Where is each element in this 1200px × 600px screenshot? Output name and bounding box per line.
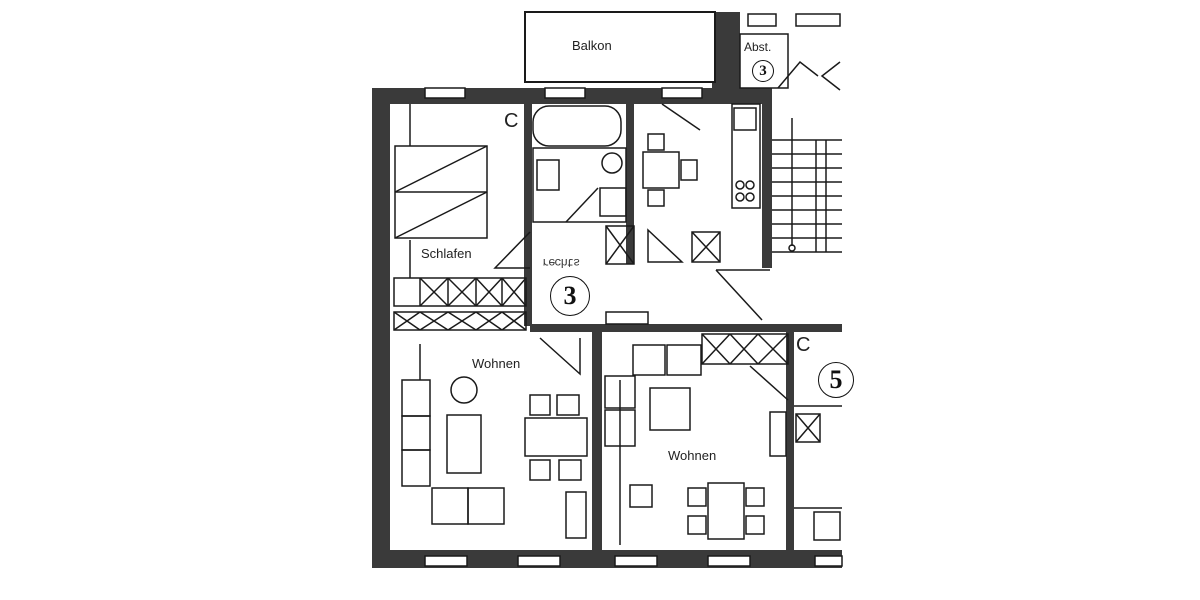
shaft (691, 231, 721, 263)
wall-bath-left (524, 104, 532, 326)
window (424, 555, 468, 567)
dining-table (524, 417, 588, 457)
wall-mid-vertical (592, 330, 602, 552)
staircase (772, 118, 842, 253)
closet-symbol: C (796, 334, 811, 356)
wall-right-stair (762, 88, 772, 268)
door-swing (565, 187, 599, 223)
cabinet (769, 411, 787, 457)
counter (813, 511, 841, 541)
sink (536, 159, 560, 191)
window (517, 555, 561, 567)
washer (599, 187, 627, 217)
unit-number-badge: 3 (550, 276, 590, 316)
window (814, 555, 843, 567)
door-swing (539, 337, 581, 376)
door-swing (715, 269, 763, 321)
balcony (524, 11, 716, 83)
sofa (401, 379, 505, 525)
room-label-abst: Abst. (744, 40, 772, 54)
wall-left (372, 88, 390, 568)
stove-burner (735, 180, 745, 190)
dining-table (707, 482, 745, 540)
door-swing (820, 61, 841, 91)
window (661, 87, 703, 99)
wall-bath-right (626, 104, 634, 264)
closet-symbol: C (504, 110, 519, 132)
door-swing (749, 365, 789, 401)
coffee-table (649, 387, 691, 431)
door-swing (647, 228, 684, 263)
window (614, 555, 658, 567)
toilet (601, 152, 623, 174)
unit-number-badge: 3 (752, 60, 774, 82)
handwritten-note: rechts (542, 255, 580, 269)
window (707, 555, 751, 567)
room-label-wohnen: Wohnen (668, 448, 717, 463)
room-label-schlafen: Schlafen (421, 246, 472, 261)
wall-mid-horizontal (530, 324, 842, 332)
stair-window (795, 13, 841, 27)
kitchen-counter (731, 103, 761, 209)
kitchen-sink (733, 107, 757, 131)
wardrobe (701, 333, 789, 365)
window (424, 87, 466, 99)
round-table (450, 376, 478, 404)
radiator (605, 311, 649, 325)
room-label-wohnen: Wohnen (472, 356, 521, 371)
wall-balcony-right (712, 12, 740, 92)
abst-window (747, 13, 777, 27)
wardrobe (393, 277, 527, 331)
room-label-balkon: Balkon (572, 38, 612, 53)
door-swing (777, 60, 819, 89)
cabinet (565, 491, 587, 539)
window (544, 87, 586, 99)
door-swing (661, 103, 701, 131)
unit-number-badge: 5 (818, 362, 854, 398)
shaft (795, 413, 821, 443)
shaft (605, 225, 635, 265)
door-swing (493, 231, 531, 269)
bathtub (532, 105, 622, 147)
chair (629, 484, 653, 508)
wall-right-lower (786, 330, 794, 552)
coffee-table (446, 414, 482, 474)
dining-table (642, 151, 680, 189)
